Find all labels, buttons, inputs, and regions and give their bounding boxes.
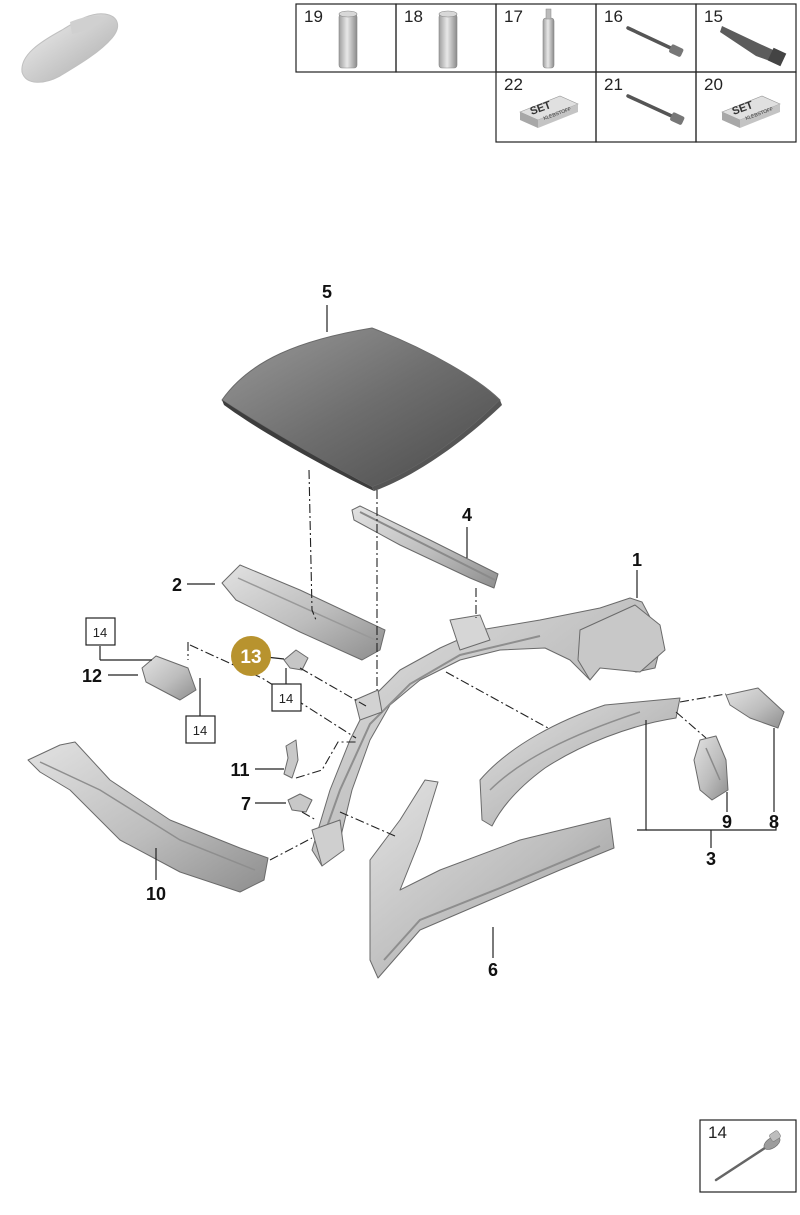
set-box-icon: SET KLEBSTOFF	[519, 95, 579, 128]
callout-13-highlight[interactable]: 13	[231, 636, 271, 676]
callout-9[interactable]: 9	[722, 812, 732, 832]
highlight-marker	[231, 636, 271, 676]
accessory-cell-20[interactable]: 20 SET KLEBSTOFF	[704, 75, 781, 128]
rivet-tool-icon	[626, 26, 684, 57]
reinforcement-part[interactable]	[693, 735, 729, 801]
cell-number: 17	[504, 7, 523, 26]
boxed-ref-label: 14	[193, 723, 207, 738]
sill-b-pillar-part[interactable]	[369, 779, 615, 979]
mount-bracket-part[interactable]	[287, 793, 313, 813]
clip-part[interactable]	[283, 649, 309, 671]
car-thumbnail-icon	[21, 13, 119, 83]
side-frame-part[interactable]	[311, 597, 666, 867]
windshield-header-part[interactable]	[221, 564, 386, 661]
callout-labels: 5 4 2 1 12 11 7 10 6 9 8 3	[82, 282, 779, 980]
callout-3[interactable]: 3	[706, 849, 716, 869]
cell-number: 22	[504, 75, 523, 94]
rivet-legend-number: 14	[708, 1123, 727, 1142]
callout-12[interactable]: 12	[82, 666, 102, 686]
cell-number: 20	[704, 75, 723, 94]
cell-number: 15	[704, 7, 723, 26]
rivet-icon	[714, 1130, 781, 1182]
accessory-cell-19[interactable]: 19	[304, 7, 358, 69]
sealant-can-icon	[438, 10, 458, 69]
accessory-cell-22[interactable]: 22 SET KLEBSTOFF	[504, 75, 579, 128]
rear-bracket-part[interactable]	[725, 687, 785, 729]
callout-10[interactable]: 10	[146, 884, 166, 904]
boxed-ref-label: 14	[93, 625, 107, 640]
rivet-legend[interactable]: 14	[699, 1119, 797, 1193]
callout-5[interactable]: 5	[322, 282, 332, 302]
rear-wheelhouse-part[interactable]	[479, 697, 681, 827]
callout-1[interactable]: 1	[632, 550, 642, 570]
boxed-reference-14[interactable]: 14	[271, 683, 302, 712]
boxed-ref-label: 14	[279, 691, 293, 706]
leader-lines	[99, 305, 777, 958]
cell-number: 19	[304, 7, 323, 26]
sealant-tube-icon	[542, 8, 555, 69]
cell-number: 21	[604, 75, 623, 94]
callout-4[interactable]: 4	[462, 505, 472, 525]
callout-7[interactable]: 7	[241, 794, 251, 814]
callout-11[interactable]: 11	[230, 760, 249, 780]
accessory-cell-16[interactable]: 16	[604, 7, 684, 57]
callout-13: 13	[240, 647, 261, 668]
cell-number: 18	[404, 7, 423, 26]
accessory-cell-15[interactable]: 15	[704, 7, 787, 67]
accessory-cell-21[interactable]: 21	[604, 75, 685, 125]
sealant-can-icon	[338, 10, 358, 69]
cartridge-nozzle-icon	[720, 26, 787, 67]
boxed-reference-14[interactable]: 14	[85, 617, 116, 646]
set-box-icon: SET KLEBSTOFF	[721, 95, 781, 128]
accessory-grid: 19 18 17 16	[295, 3, 797, 143]
assembly-lines	[187, 469, 727, 861]
callout-8[interactable]: 8	[769, 812, 779, 832]
rear-roof-bow-part[interactable]	[351, 505, 499, 589]
callout-6[interactable]: 6	[488, 960, 498, 980]
boxed-reference-14[interactable]: 14	[185, 715, 216, 744]
roof-panel-part[interactable]	[221, 327, 502, 491]
cell-number: 16	[604, 7, 623, 26]
cowl-side-part[interactable]	[27, 741, 269, 893]
callout-2[interactable]: 2	[172, 575, 182, 595]
accessory-cell-17[interactable]: 17	[504, 7, 555, 69]
gusset-part[interactable]	[283, 739, 299, 779]
small-bracket-part[interactable]	[141, 655, 197, 701]
rivet-tool-icon	[626, 94, 685, 125]
accessory-cell-18[interactable]: 18	[404, 7, 458, 69]
